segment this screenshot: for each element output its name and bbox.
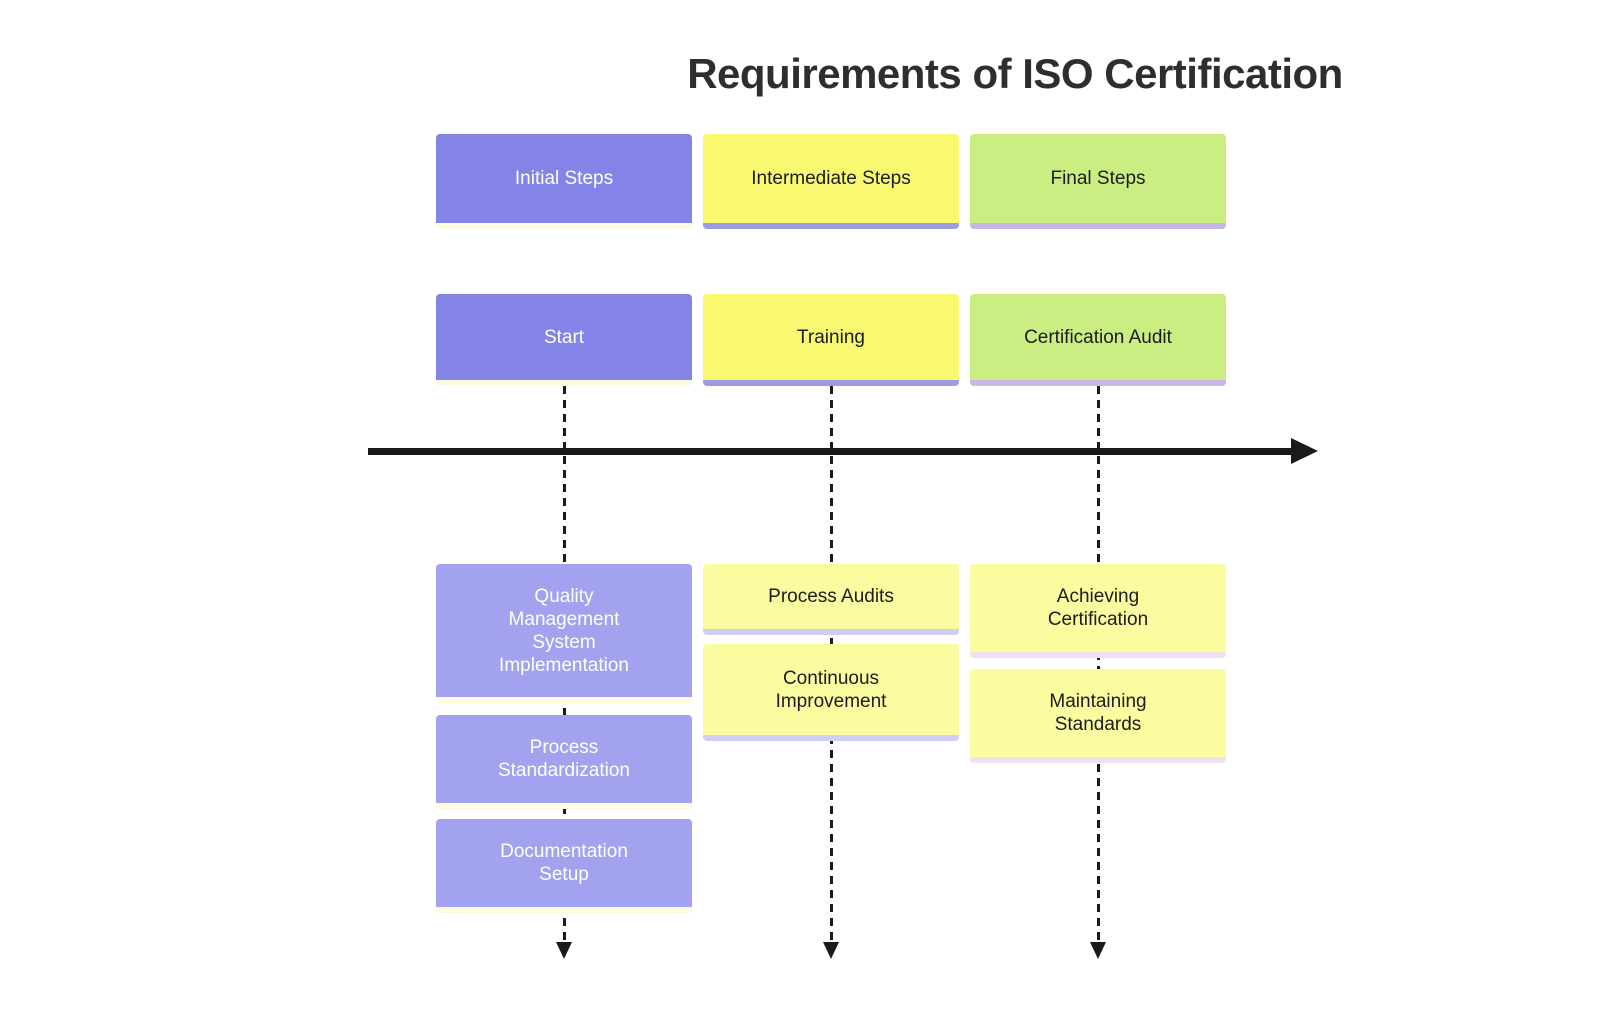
task-box: Documentation Setup [436, 819, 692, 913]
period-box: Training [703, 294, 959, 386]
task-box: Process Audits [703, 564, 959, 635]
right-arrowhead-icon [1291, 438, 1318, 464]
down-arrowhead-icon [1090, 942, 1106, 959]
task-box: Process Standardization [436, 715, 692, 809]
down-arrowhead-icon [556, 942, 572, 959]
section-header: Intermediate Steps [703, 134, 959, 229]
period-box: Start [436, 294, 692, 386]
down-arrowhead-icon [823, 942, 839, 959]
task-box: Quality Management System Implementation [436, 564, 692, 703]
dashed-connector [1096, 386, 1100, 942]
section-header: Final Steps [970, 134, 1226, 229]
task-box: Achieving Certification [970, 564, 1226, 658]
section-header: Initial Steps [436, 134, 692, 229]
task-box: Continuous Improvement [703, 644, 959, 741]
period-box: Certification Audit [970, 294, 1226, 386]
task-box: Maintaining Standards [970, 669, 1226, 763]
diagram-title: Requirements of ISO Certification [687, 50, 1343, 97]
